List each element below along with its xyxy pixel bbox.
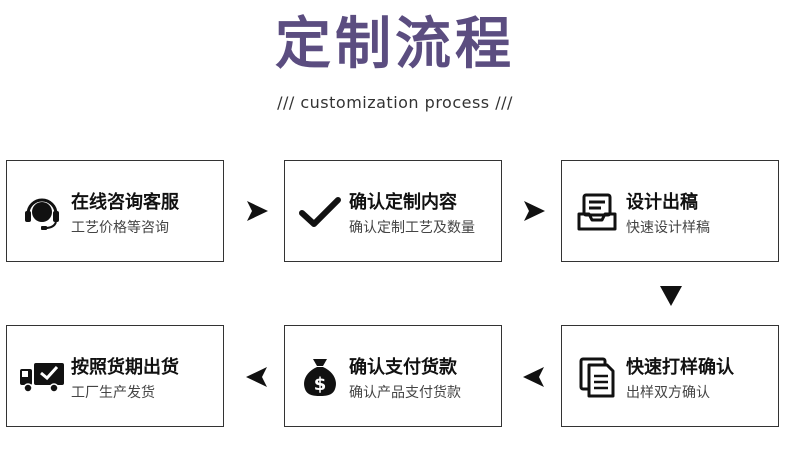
step-desc: 工艺价格等咨询 bbox=[71, 220, 169, 236]
arrow-right-icon bbox=[519, 196, 549, 226]
step-title: 设计出稿 bbox=[626, 192, 698, 213]
step-card-delivery: 按照货期出货 工厂生产发货 bbox=[6, 325, 224, 427]
page-subtitle: /// customization process /// bbox=[277, 93, 513, 112]
arrow-left-icon bbox=[242, 362, 272, 392]
headset-icon bbox=[17, 187, 67, 237]
inbox-tray-icon bbox=[572, 187, 622, 237]
step-title: 快速打样确认 bbox=[626, 357, 734, 378]
step-title: 确认定制内容 bbox=[349, 192, 457, 213]
step-title: 按照货期出货 bbox=[71, 357, 179, 378]
arrow-down-icon bbox=[656, 280, 686, 310]
page-title: 定制流程 bbox=[275, 12, 515, 77]
step-desc: 工厂生产发货 bbox=[71, 385, 155, 401]
svg-text:$: $ bbox=[314, 374, 327, 395]
delivery-truck-icon bbox=[17, 352, 67, 402]
step-title: 确认支付货款 bbox=[349, 357, 457, 378]
money-bag-icon: $ bbox=[295, 352, 345, 402]
checkmark-icon bbox=[295, 187, 345, 237]
step-card-payment: $ 确认支付货款 确认产品支付货款 bbox=[284, 325, 502, 427]
step-card-sample: 快速打样确认 出样双方确认 bbox=[561, 325, 779, 427]
arrow-left-icon bbox=[519, 362, 549, 392]
step-card-design: 设计出稿 快速设计样稿 bbox=[561, 160, 779, 262]
step-card-consult: 在线咨询客服 工艺价格等咨询 bbox=[6, 160, 224, 262]
step-desc: 快速设计样稿 bbox=[626, 220, 710, 236]
arrow-right-icon bbox=[242, 196, 272, 226]
documents-icon bbox=[572, 352, 622, 402]
step-desc: 确认定制工艺及数量 bbox=[349, 220, 475, 236]
step-desc: 出样双方确认 bbox=[626, 385, 710, 401]
step-title: 在线咨询客服 bbox=[71, 192, 179, 213]
step-card-confirm-content: 确认定制内容 确认定制工艺及数量 bbox=[284, 160, 502, 262]
step-desc: 确认产品支付货款 bbox=[349, 385, 461, 401]
